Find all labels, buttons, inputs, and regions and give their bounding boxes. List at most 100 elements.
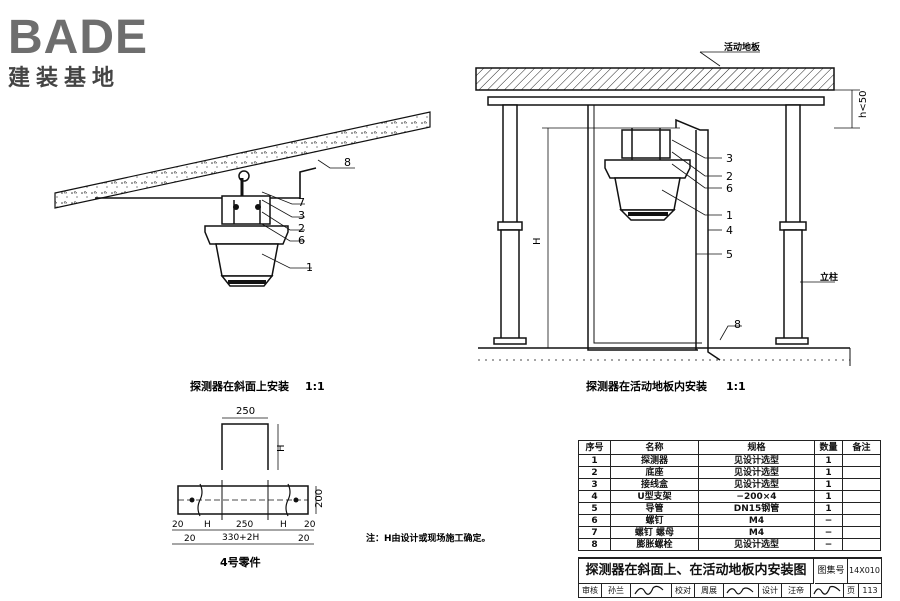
part4-dim-row-2: 250	[236, 520, 253, 530]
table-cell: 接线盒	[610, 478, 699, 491]
slope-concrete	[54, 111, 431, 209]
table-cell: −	[814, 526, 843, 539]
signature-row: 审核 孙兰 校对 周展 设计 汪帝 页 113	[579, 584, 881, 597]
table-cell: 导管	[610, 502, 699, 515]
slope-scale: 1:1	[305, 380, 325, 393]
slope-callout-3: 3	[298, 209, 305, 222]
table-cell	[842, 466, 881, 479]
conduit	[675, 118, 721, 361]
table-cell: M4	[698, 514, 815, 527]
part4-dim-bottom: 330+2H	[222, 533, 259, 543]
table-header: 数量	[814, 440, 843, 455]
review-name: 孙兰	[602, 584, 631, 597]
slope-callout-2: 2	[298, 222, 305, 235]
table-cell: −	[814, 514, 843, 527]
table-cell: M4	[698, 526, 815, 539]
raised-floor-slab	[475, 67, 835, 91]
part4-dim-row-1: H	[204, 520, 211, 530]
slope-callout-7: 7	[298, 196, 305, 209]
brand-logo: BADE 建装基地	[8, 14, 188, 92]
left-column	[502, 104, 518, 226]
table-cell: 3	[578, 478, 611, 491]
design-name: 汪帝	[782, 584, 811, 597]
table-cell: 1	[814, 490, 843, 503]
floor-callout-2: 2	[726, 170, 733, 183]
table-header: 规格	[698, 440, 815, 455]
table-cell: 8	[578, 538, 611, 551]
table-cell: 底座	[610, 466, 699, 479]
slope-junction-box	[221, 195, 271, 225]
floor-drawing: 活动地板 h<50 H	[475, 41, 869, 393]
table-cell	[842, 514, 881, 527]
check-signature	[724, 584, 759, 597]
floor-scale: 1:1	[726, 380, 746, 393]
note-text: 注：H由设计或现场施工确定。	[366, 532, 491, 544]
table-cell: −200×4	[698, 490, 815, 503]
table-cell: 2	[578, 466, 611, 479]
part4-dim-top: 250	[236, 406, 255, 417]
brand-name: BADE	[8, 11, 149, 64]
table-cell: −	[814, 538, 843, 551]
floor-title: 探测器在活动地板内安装	[586, 379, 707, 393]
slope-detector	[215, 243, 279, 277]
table-cell	[842, 454, 881, 467]
floor-callout-8: 8	[734, 318, 741, 331]
table-cell: 1	[814, 466, 843, 479]
drawing-title: 探测器在斜面上、在活动地板内安装图	[579, 559, 814, 584]
table-cell	[842, 478, 881, 491]
table-cell: 膨胀螺栓	[610, 538, 699, 551]
part4-dim-row2-0: 20	[184, 534, 196, 544]
table-cell: U型支架	[610, 490, 699, 503]
part4-dim-h: H	[276, 444, 287, 452]
check-name: 周展	[695, 584, 724, 597]
floor-height-label: h<50	[858, 91, 869, 118]
floor-label: 活动地板	[724, 41, 761, 53]
table-cell	[842, 526, 881, 539]
floor-callout-6: 6	[726, 182, 733, 195]
table-cell: 见设计选型	[698, 478, 815, 491]
table-cell: 见设计选型	[698, 466, 815, 479]
slope-callout-8: 8	[344, 156, 351, 169]
design-signature	[811, 584, 844, 597]
table-cell: 1	[814, 502, 843, 515]
part4-drawing: 250 H 200 20 H 250 H 20 330+2H 20 20 4号零…	[172, 406, 325, 569]
table-cell: 螺钉 螺母	[610, 526, 699, 539]
atlas-number: 14X010	[848, 559, 881, 584]
part4-dim-row-3: H	[280, 520, 287, 530]
table-header: 序号	[578, 440, 611, 455]
slope-drawing: 8 7 3 2 6 1 探测器在斜面上安装 1:1	[54, 111, 431, 393]
floor-dim-h: H	[532, 237, 543, 245]
table-cell: 1	[814, 478, 843, 491]
page-number: 113	[862, 586, 878, 595]
table-cell: 5	[578, 502, 611, 515]
table-cell: 探测器	[610, 454, 699, 467]
part4-dim-row2-1: 20	[298, 534, 310, 544]
table-cell: 7	[578, 526, 611, 539]
floor-callout-4: 4	[726, 224, 733, 237]
part4-dim-side: 200	[314, 489, 325, 508]
design-label: 设计	[759, 584, 782, 597]
floor-callout-3: 3	[726, 152, 733, 165]
slope-bracket	[95, 167, 317, 199]
table-cell	[842, 502, 881, 515]
table-cell: 见设计选型	[698, 454, 815, 467]
table-cell: 1	[814, 454, 843, 467]
right-column	[785, 104, 801, 226]
part4-dim-row-4: 20	[304, 520, 316, 530]
table-header: 备注	[842, 440, 881, 455]
table-header-row: 序号 名称 规格 数量 备注	[578, 440, 881, 455]
slope-base	[204, 225, 289, 245]
part4-title: 4号零件	[220, 555, 261, 569]
table-cell: 见设计选型	[698, 538, 815, 551]
table-cell: 螺钉	[610, 514, 699, 527]
floor-callout-5: 5	[726, 248, 733, 261]
table-cell: DN15钢管	[698, 502, 815, 515]
